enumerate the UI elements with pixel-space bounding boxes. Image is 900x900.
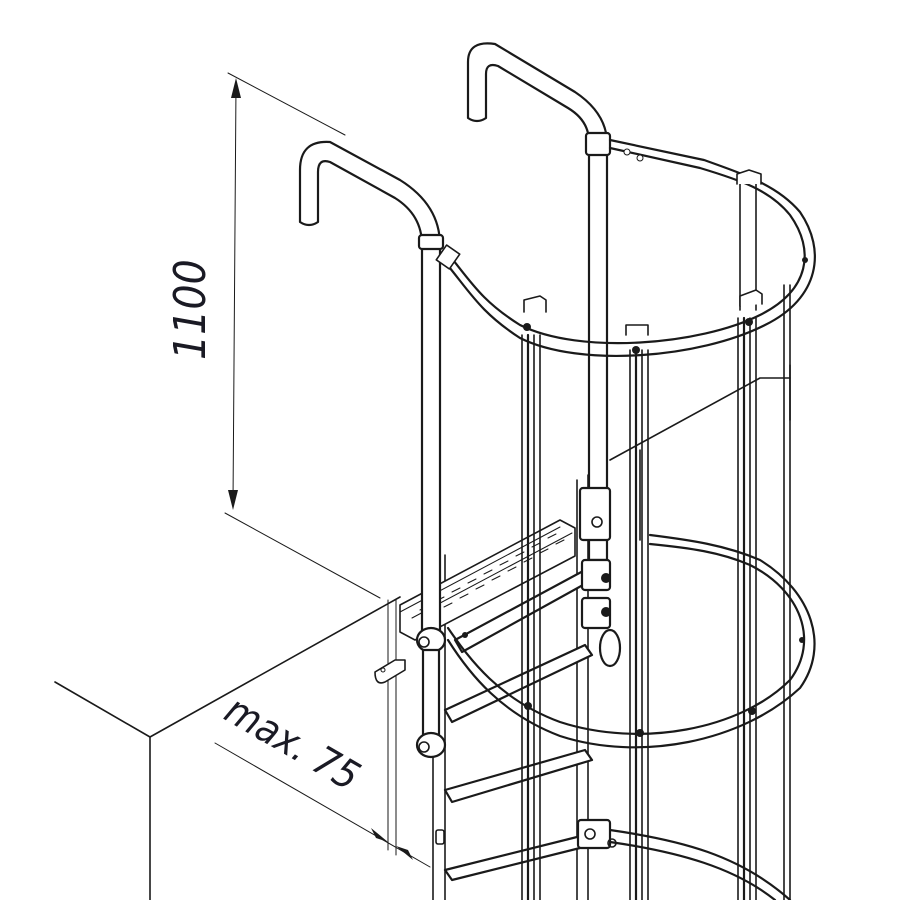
offset-dimension-label: max. 75 bbox=[217, 687, 367, 800]
platform-block bbox=[54, 364, 791, 900]
right-exit-handrail bbox=[466, 42, 622, 668]
cage-vertical-bars bbox=[521, 174, 791, 900]
lower-clamp bbox=[576, 818, 612, 850]
height-dimension: 1100 bbox=[165, 72, 381, 599]
middle-cage-hoop bbox=[446, 533, 816, 749]
ladder bbox=[432, 474, 594, 900]
lower-cage-hoop bbox=[576, 818, 792, 900]
left-handrail-post bbox=[420, 243, 442, 632]
clamp-block bbox=[578, 486, 612, 542]
top-cage-hoop bbox=[435, 138, 816, 357]
left-exit-handrail bbox=[298, 140, 447, 759]
wall-bracket bbox=[374, 659, 406, 684]
height-dimension-label: 1100 bbox=[165, 259, 216, 360]
stile-slot bbox=[435, 829, 445, 845]
